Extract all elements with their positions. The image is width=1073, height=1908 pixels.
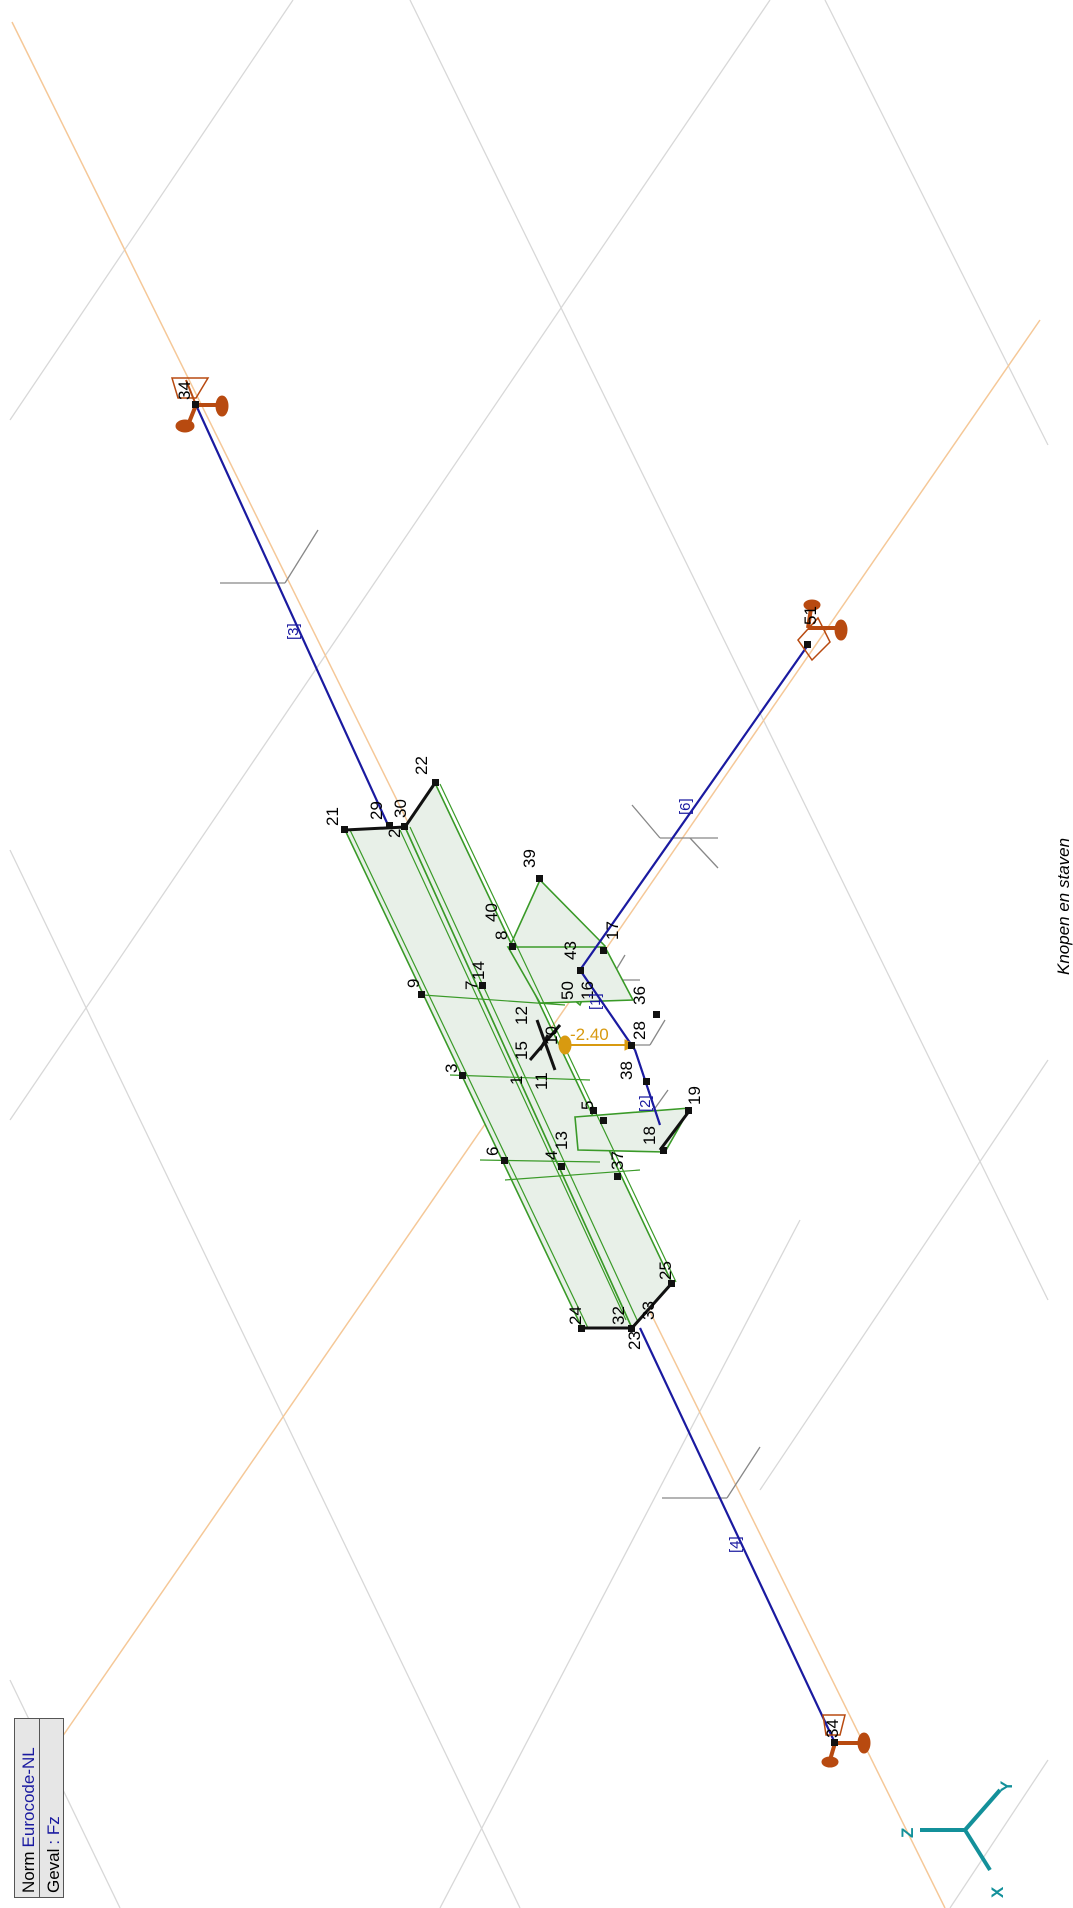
node-label: 22 bbox=[412, 756, 431, 775]
node-label: 15 bbox=[512, 1041, 531, 1060]
node-label: 30 bbox=[391, 799, 410, 818]
load-value: -2.40 bbox=[570, 1025, 609, 1044]
view-title: Knopen en staven bbox=[1054, 837, 1073, 975]
node-label: 16 bbox=[578, 981, 597, 1000]
axis-triad bbox=[920, 1788, 1002, 1872]
legend-case-value: : Fz bbox=[44, 1816, 63, 1845]
node-label: 32 bbox=[609, 1306, 628, 1325]
legend-case-key: Geval bbox=[44, 1848, 63, 1893]
legend-case-row: Geval : Fz bbox=[39, 1719, 64, 1897]
node-label: 18 bbox=[640, 1126, 659, 1145]
node-label: 12 bbox=[512, 1006, 531, 1025]
node-label: 4 bbox=[542, 1151, 561, 1160]
node-label: 9 bbox=[404, 979, 423, 988]
node-label: 51 bbox=[801, 606, 820, 625]
axis-z-label: Z bbox=[898, 1828, 917, 1838]
node-labels: 21 29 2 30 22 34 51 39 40 8 14 7 9 3 1 6… bbox=[175, 381, 842, 1738]
node-label: 2 bbox=[385, 829, 404, 838]
node-label: 40 bbox=[482, 903, 501, 922]
node-label: 50 bbox=[558, 981, 577, 1000]
node-label: 25 bbox=[656, 1261, 675, 1280]
node-label: 43 bbox=[561, 941, 580, 960]
node-label: 24 bbox=[566, 1306, 585, 1325]
support-node-51 bbox=[797, 599, 848, 662]
node-label: 11 bbox=[532, 1072, 551, 1090]
node-label: 38 bbox=[617, 1061, 636, 1080]
node-label: 13 bbox=[552, 1131, 571, 1150]
node-label: 29 bbox=[367, 801, 386, 820]
node-label: 23 bbox=[625, 1331, 644, 1350]
node-label: 1 bbox=[507, 1076, 526, 1085]
member-label: [1] bbox=[587, 993, 604, 1010]
node-label: 19 bbox=[685, 1086, 704, 1105]
panel-inner-lines bbox=[349, 783, 677, 1329]
node-label: 39 bbox=[520, 849, 539, 868]
axis-y-label: Y bbox=[997, 1780, 1016, 1792]
node-label: 33 bbox=[639, 1301, 658, 1320]
legend-panel: Norm Eurocode-NL Geval : Fz bbox=[14, 1718, 64, 1898]
node-label: 6 bbox=[483, 1147, 502, 1156]
member-label: [3] bbox=[285, 623, 302, 640]
legend-norm-key: Norm bbox=[19, 1851, 38, 1893]
node-label: 34 bbox=[823, 1719, 842, 1738]
node-label: 5 bbox=[578, 1101, 597, 1110]
node-label: 21 bbox=[323, 807, 342, 826]
support-node-31 bbox=[170, 377, 229, 433]
node-label: 14 bbox=[469, 961, 488, 980]
node-label: 10 bbox=[542, 1026, 561, 1045]
legend-norm-value: Eurocode-NL bbox=[19, 1747, 38, 1848]
member-label: [6] bbox=[677, 798, 694, 815]
member-labels: [3] [6] [1] [2] [4] bbox=[285, 623, 744, 1553]
node-label: 28 bbox=[630, 1021, 649, 1040]
center-cross bbox=[528, 1019, 562, 1071]
legend-norm-row: Norm Eurocode-NL bbox=[15, 1719, 39, 1897]
node-label: 34 bbox=[175, 381, 194, 400]
node-label: 8 bbox=[492, 931, 511, 940]
node-label: 3 bbox=[442, 1064, 461, 1073]
node-label: 36 bbox=[630, 986, 649, 1005]
node-label: 37 bbox=[608, 1151, 627, 1170]
members bbox=[194, 404, 836, 1744]
axis-x-label: X bbox=[988, 1886, 1007, 1898]
node-label: 7 bbox=[462, 981, 481, 990]
node-label: 17 bbox=[603, 921, 622, 940]
node-markers bbox=[192, 401, 838, 1746]
member-label: [2] bbox=[637, 1095, 654, 1112]
member-label: [4] bbox=[727, 1536, 744, 1553]
